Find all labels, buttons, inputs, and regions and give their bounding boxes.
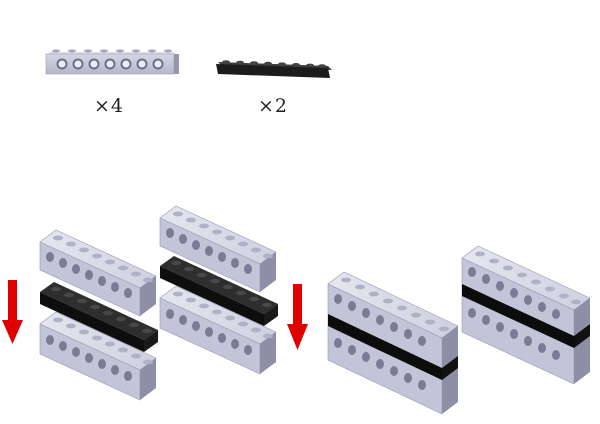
technic-brick-part <box>45 49 179 75</box>
assembled-result-2 <box>461 245 591 385</box>
technic-brick <box>159 205 277 293</box>
assembly-step-1 <box>2 229 158 401</box>
assembly-step-2 <box>159 205 308 375</box>
assembled-result-1 <box>327 271 459 415</box>
down-arrow-icon <box>287 284 308 350</box>
technic-brick <box>159 285 277 375</box>
technic-brick <box>39 311 157 401</box>
parts-list: ×4 ×2 <box>0 0 600 140</box>
plate-part <box>216 60 332 78</box>
down-arrow-icon <box>2 280 23 344</box>
black-plate <box>160 256 278 326</box>
plate-quantity: ×2 <box>258 95 289 117</box>
technic-brick-quantity: ×4 <box>94 95 125 117</box>
black-plate <box>40 282 158 352</box>
technic-brick <box>39 229 157 317</box>
